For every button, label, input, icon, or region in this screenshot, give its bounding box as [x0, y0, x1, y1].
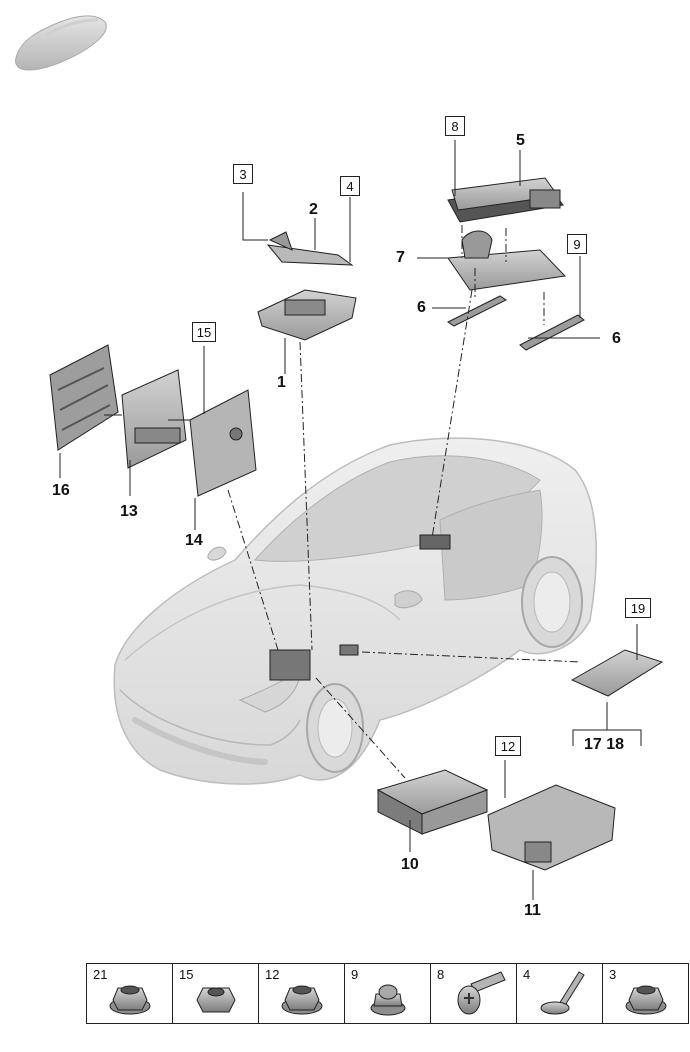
- callout-10: 10: [401, 856, 419, 873]
- part-11-carrier-bracket: [487, 784, 616, 871]
- part-1-control-unit: [257, 289, 357, 341]
- fastener-cell-9: 9: [345, 964, 431, 1023]
- part-2-bracket: [266, 231, 354, 266]
- callout-6-right: 6: [612, 330, 621, 347]
- part-14-bracket: [189, 389, 257, 497]
- part-13-module: [121, 369, 187, 469]
- dash-leader-lines: [227, 225, 581, 779]
- callout-1: 1: [277, 374, 286, 391]
- part-5-control-unit: [447, 177, 564, 223]
- leader-lines: [59, 140, 642, 900]
- vehicle-thumbnail-icon: [15, 15, 107, 71]
- part-10-control-unit: [376, 769, 489, 835]
- vehicle-illustration: [113, 437, 597, 785]
- fastener-number: 12: [265, 967, 280, 982]
- fastener-cell-21: 21: [87, 964, 173, 1023]
- part-6-bracket-left: [447, 295, 507, 327]
- fastener-cell-8: 8: [431, 964, 517, 1023]
- fastener-number: 21: [93, 967, 108, 982]
- callout-2: 2: [309, 201, 318, 218]
- boxed-callout-3: 3: [233, 164, 253, 184]
- boxed-callout-8: 8: [445, 116, 465, 136]
- fastener-legend-strip: 21 15 12 9 8 4 3: [86, 963, 689, 1024]
- boxed-callout-19: 19: [625, 598, 651, 618]
- callout-7: 7: [396, 249, 405, 266]
- callout-13: 13: [120, 503, 138, 520]
- part-19-module: [570, 649, 664, 697]
- callout-6-left: 6: [417, 299, 426, 316]
- part-6-bracket-right: [519, 314, 585, 351]
- fastener-number: 8: [437, 967, 445, 982]
- part-7-mounting-plate: [447, 230, 567, 291]
- fastener-cell-4: 4: [517, 964, 603, 1023]
- in-car-module-marker: [269, 534, 451, 681]
- boxed-callout-15: 15: [192, 322, 216, 342]
- boxed-callout-9: 9: [567, 234, 587, 254]
- fastener-number: 9: [351, 967, 359, 982]
- fastener-cell-12: 12: [259, 964, 345, 1023]
- boxed-callout-12: 12: [495, 736, 521, 756]
- callout-11: 11: [524, 902, 541, 919]
- callout-14: 14: [185, 532, 203, 549]
- fastener-cell-3: 3: [603, 964, 688, 1023]
- boxed-callout-4: 4: [340, 176, 360, 196]
- fastener-number: 4: [523, 967, 531, 982]
- fastener-cell-15: 15: [173, 964, 259, 1023]
- callout-17-18: 17 18: [584, 736, 625, 753]
- fastener-number: 15: [179, 967, 194, 982]
- fastener-number: 3: [609, 967, 617, 982]
- callout-5: 5: [516, 132, 525, 149]
- callout-16: 16: [52, 482, 70, 499]
- part-16-cover: [49, 344, 119, 451]
